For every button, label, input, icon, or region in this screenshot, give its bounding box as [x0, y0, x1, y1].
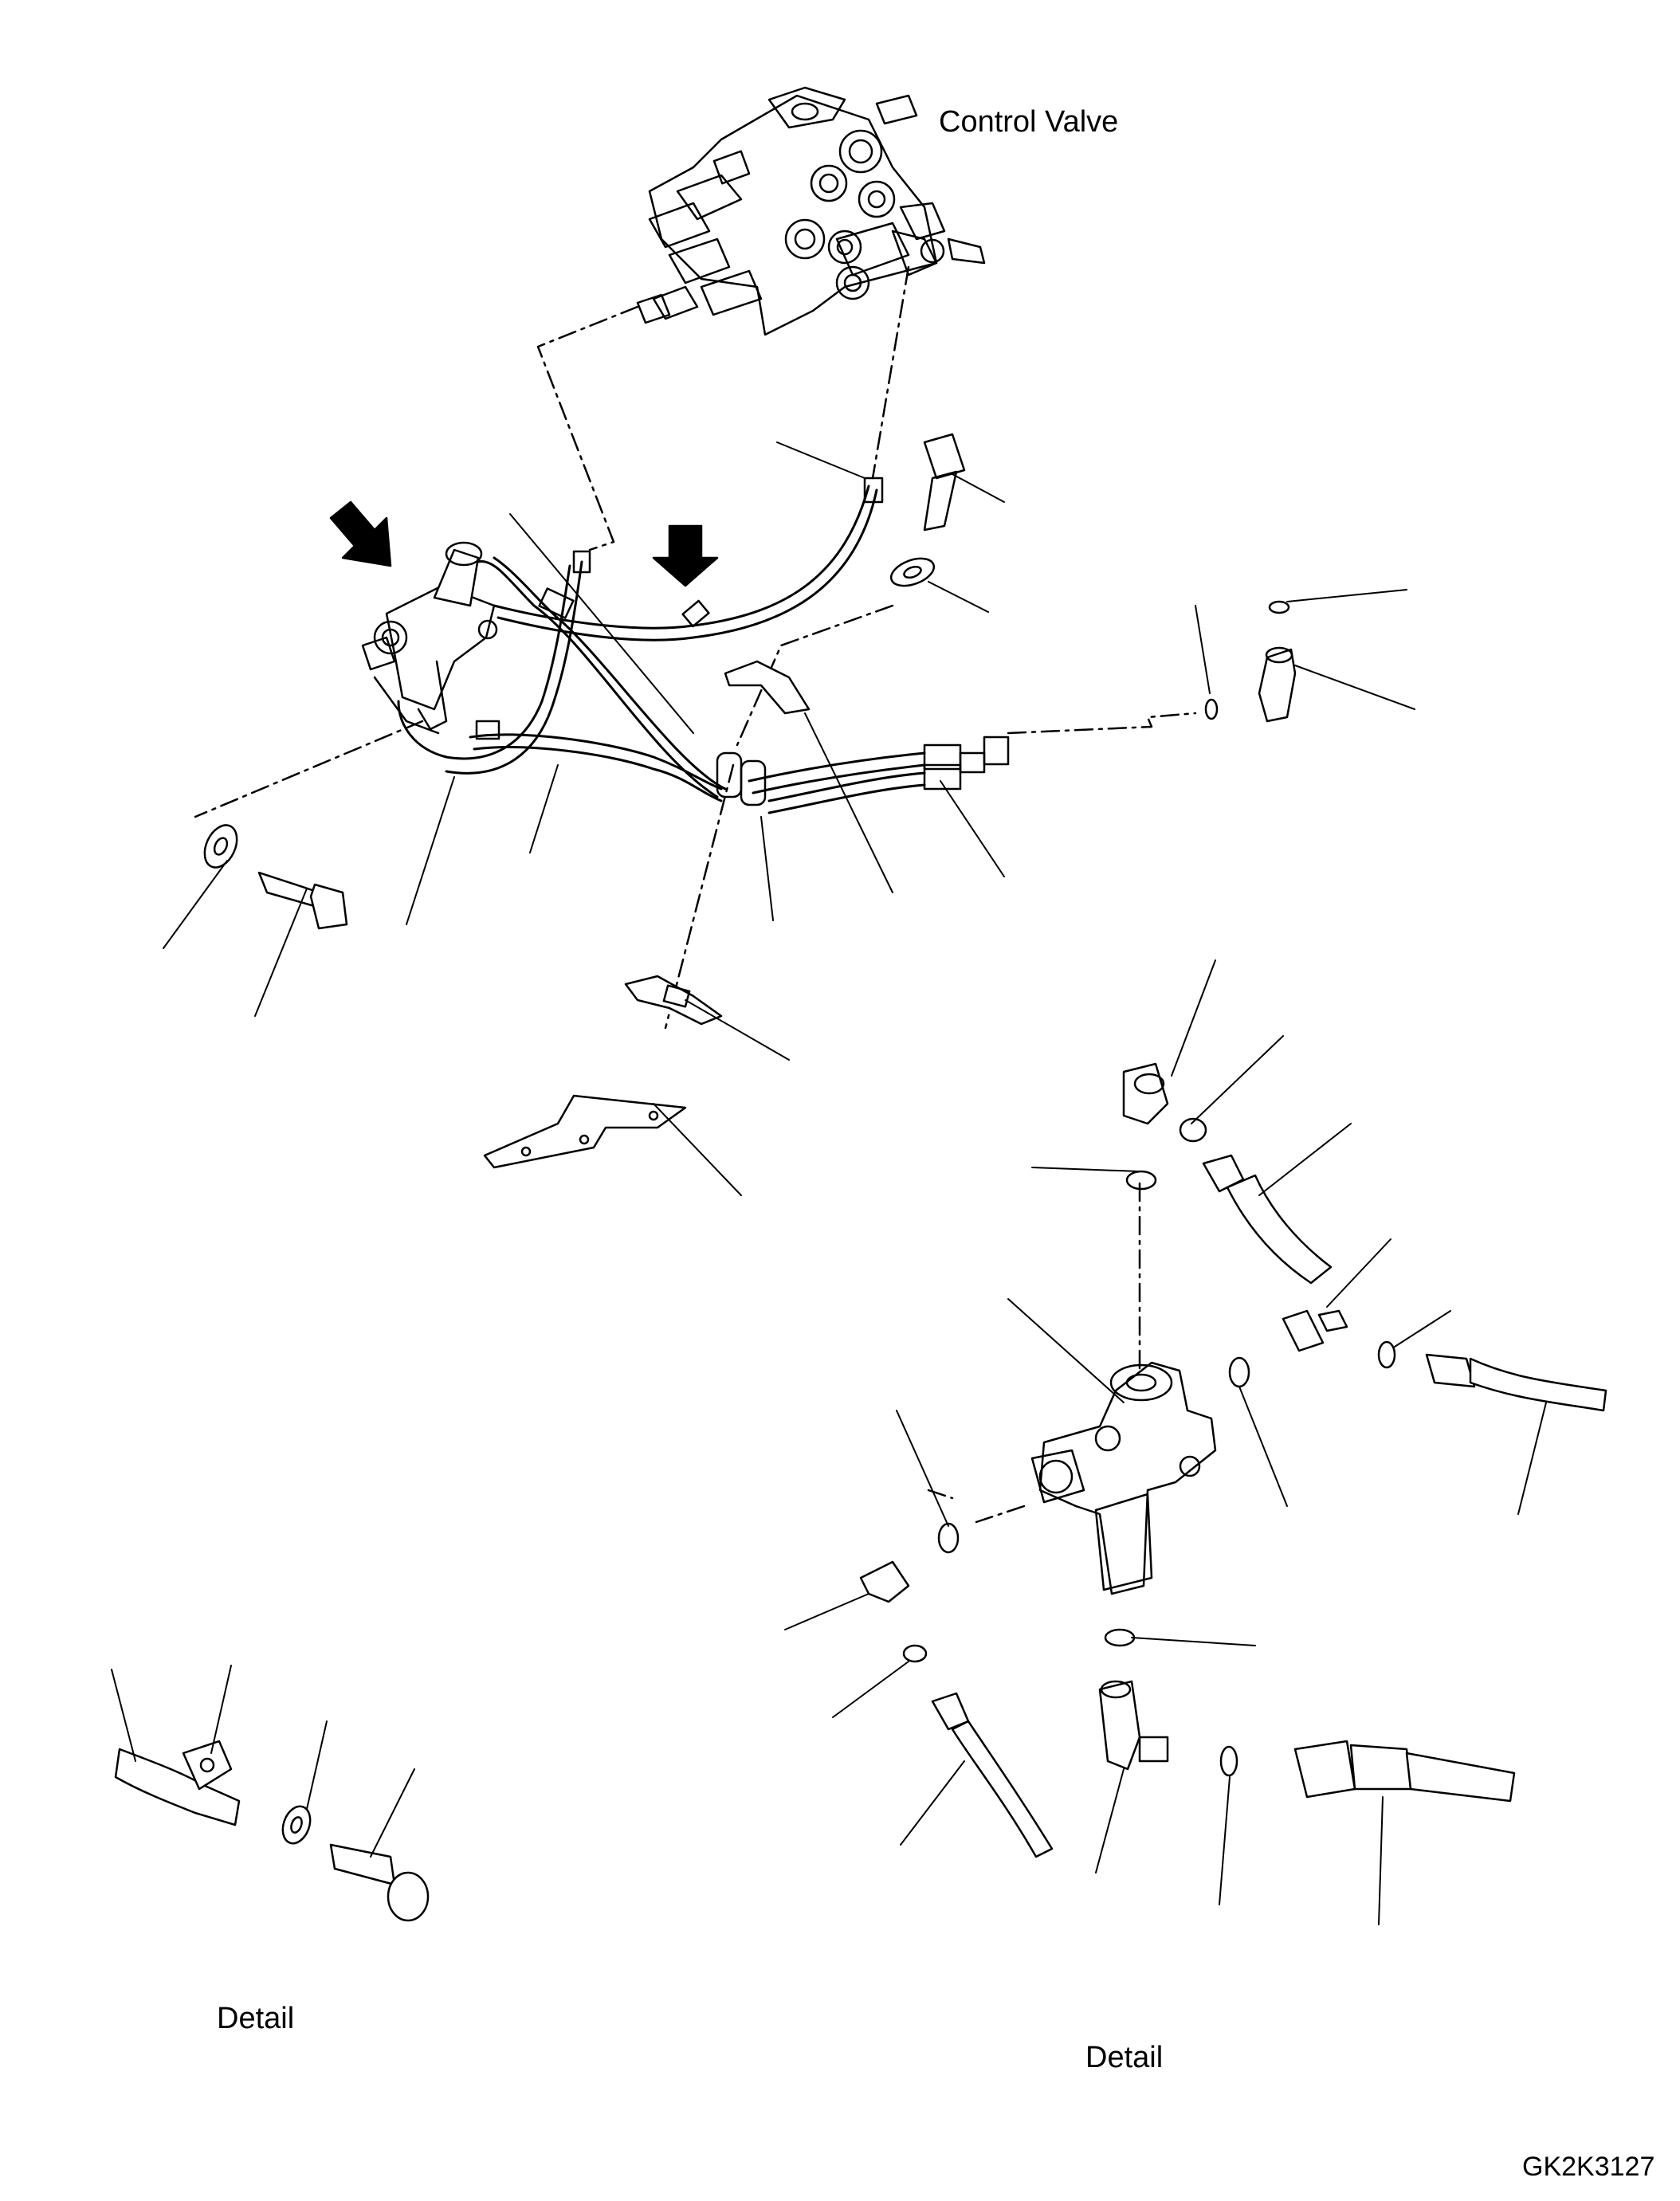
bracket-plate	[485, 1096, 685, 1167]
detail-left-label: Detail	[217, 2002, 295, 2035]
center-lines	[187, 267, 1195, 1813]
clamp-lower	[626, 976, 721, 1024]
hose-fittings	[477, 478, 1008, 805]
clamp-upper	[725, 661, 809, 713]
washer	[198, 820, 243, 873]
elbow-fitting	[1259, 648, 1295, 721]
arrow-left-icon	[331, 502, 391, 566]
detail-right-label: Detail	[1085, 2041, 1164, 2074]
figure-code: GK2K3127	[1522, 2152, 1655, 2182]
control-valve-label: Control Valve	[939, 105, 1119, 139]
control-valve-drawing	[638, 88, 984, 335]
bolt	[259, 873, 347, 928]
detail-left-parts	[116, 1741, 428, 1920]
arrow-right-icon	[654, 526, 717, 586]
pilot-valve-drawing	[363, 543, 497, 733]
detail-right-parts	[861, 1064, 1606, 1857]
leader-lines	[112, 442, 1546, 1924]
bolt-upper	[924, 434, 964, 530]
o-ring	[1206, 602, 1289, 719]
hoses	[398, 486, 924, 813]
washer-upper	[888, 553, 938, 590]
detail-right-body	[1032, 1363, 1215, 1594]
